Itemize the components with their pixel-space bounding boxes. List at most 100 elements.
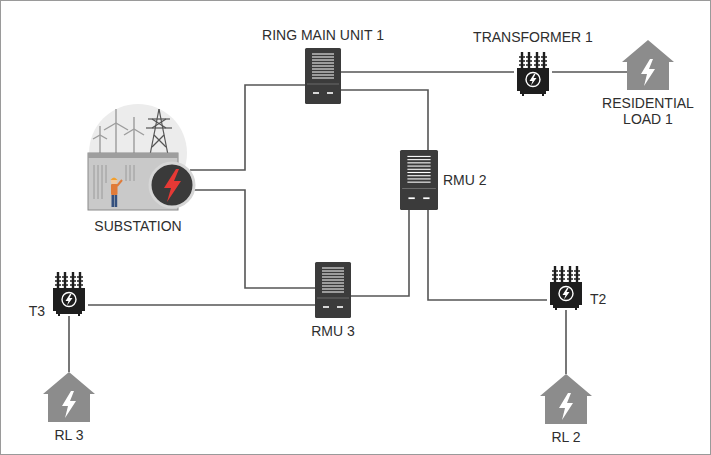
feeder-line — [68, 316, 70, 372]
wind-turbines-part — [124, 129, 134, 135]
rmu-icon — [400, 150, 438, 210]
transformer-bushings-part — [559, 278, 565, 280]
wind-turbines-part — [133, 129, 134, 155]
pylon-part — [159, 109, 168, 155]
building-vents — [94, 165, 134, 199]
worker-figure-part — [115, 195, 118, 207]
transformer-bushings-part — [526, 60, 532, 62]
node-label: RMU 2 — [443, 172, 487, 188]
node-label: T3 — [29, 303, 45, 319]
rmu-vents-part — [322, 289, 344, 290]
wind-turbines-part — [99, 126, 100, 135]
rmu-handle — [313, 92, 319, 94]
rmu-vents-part — [312, 66, 334, 67]
lightning-bolt — [563, 288, 570, 300]
pylon — [146, 109, 172, 155]
substation: SUBSTATION — [80, 103, 196, 213]
building-vents-part — [106, 165, 107, 183]
wind-turbines-part — [115, 123, 116, 155]
rmu-vents — [407, 156, 430, 182]
building-vents-part — [102, 165, 103, 199]
rmu-handle — [408, 197, 414, 199]
rmu-vents-part — [312, 60, 334, 61]
rmu-vents-part — [322, 280, 344, 281]
transformer-bushings-part — [534, 64, 540, 66]
transformer-bushings-part — [541, 60, 547, 62]
transformer-foot — [542, 94, 544, 96]
wind-turbines-part — [134, 129, 144, 135]
transformer-bushings — [552, 266, 580, 282]
transformer: T2 — [547, 264, 585, 310]
house-shape — [43, 372, 95, 422]
transformer-bushings-part — [55, 280, 61, 282]
rmu-vents-part — [407, 172, 430, 173]
transformer-bushings-part — [55, 284, 61, 286]
wind-turbines-part — [115, 109, 116, 123]
transformer-bushings-part — [77, 284, 83, 286]
rmu-vents-part — [322, 286, 344, 287]
transformer-body — [517, 68, 549, 91]
transformer-bushings-part — [70, 276, 76, 278]
transformer-bushings — [55, 272, 83, 288]
building-vents-part — [126, 165, 127, 181]
transformer-bushings-part — [519, 60, 525, 62]
rmu-cabinet — [400, 150, 438, 210]
rmu-handle — [337, 306, 343, 308]
transformer-foot — [522, 94, 524, 96]
building-vents-part — [94, 165, 95, 199]
building-roof — [88, 153, 178, 158]
transformer-bushings-part — [559, 274, 565, 276]
rmu-vents-part — [407, 162, 430, 163]
transformer-icon — [50, 270, 88, 316]
rmu-handle — [423, 197, 429, 199]
transformer-bushings-part — [552, 270, 558, 272]
wind-turbines — [93, 109, 144, 155]
wind-turbines-part — [99, 135, 100, 155]
house-icon — [622, 40, 674, 90]
rmu-vents — [322, 268, 344, 292]
wind-turbines-part — [133, 117, 134, 129]
transformer-bushings-part — [526, 64, 532, 66]
rmu-vents — [312, 54, 334, 78]
transformer-bushings-part — [567, 274, 573, 276]
substation-emblem — [150, 163, 194, 207]
wind-turbines-part — [100, 135, 107, 139]
rmu-vents-part — [322, 271, 344, 272]
rmu-vents-part — [312, 54, 334, 55]
rmu-vents-part — [312, 72, 334, 73]
feeder-line — [341, 90, 428, 150]
lightning-bolt — [164, 169, 181, 202]
transformer-bushings-part — [534, 56, 540, 58]
worker-figure-part — [112, 195, 115, 207]
transformer-emblem — [62, 293, 76, 307]
transformer-bushings-part — [70, 280, 76, 282]
transformer-bushings-part — [62, 280, 68, 282]
lightning-bolt — [530, 74, 537, 86]
transformer-bushings-part — [552, 278, 558, 280]
transformer-bushings-part — [574, 278, 580, 280]
feeder-line — [88, 304, 315, 306]
ring-main-unit: RING MAIN UNIT 1 — [305, 48, 341, 104]
pylon-part — [152, 119, 166, 128]
transformer-bushings-part — [77, 276, 83, 278]
transformer-bushings-part — [552, 274, 558, 276]
rmu-vents-part — [407, 178, 430, 179]
node-label: T2 — [590, 291, 606, 307]
worker-figure — [111, 178, 123, 208]
residential-load: RESIDENTIAL LOAD 1 — [622, 40, 674, 90]
house-icon — [540, 374, 592, 424]
transformer-bushings-part — [534, 60, 540, 62]
rmu-vents-part — [312, 78, 334, 79]
pylon-part — [152, 135, 164, 147]
wind-turbines-part — [104, 123, 116, 130]
substation-illustration — [80, 103, 196, 213]
transformer-bushings-part — [574, 270, 580, 272]
feeder-line — [428, 210, 547, 300]
transformer-base — [56, 311, 82, 314]
residential-load: RL 2 — [540, 374, 592, 424]
transformer-bushings-part — [541, 56, 547, 58]
transformer-icon — [547, 264, 585, 310]
pylon-part — [148, 118, 170, 119]
building-vents-part — [134, 165, 135, 181]
lightning-bolt — [559, 393, 573, 420]
